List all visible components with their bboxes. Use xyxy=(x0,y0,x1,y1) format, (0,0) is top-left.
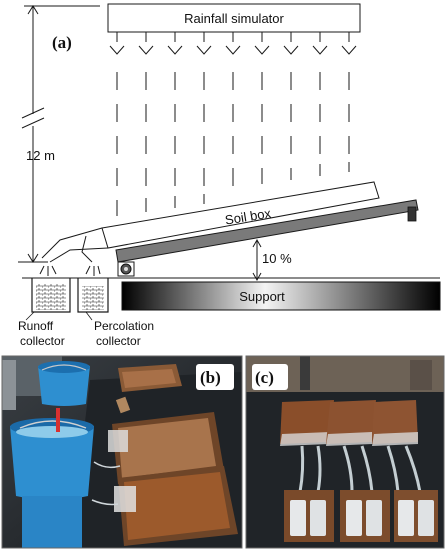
photo-c-soil-tray-1 xyxy=(280,400,334,446)
photo-b-border xyxy=(1,355,243,549)
runoff-label-line1: Runoff xyxy=(18,319,54,333)
photo-b-soil-box-upper xyxy=(118,364,182,392)
nozzles xyxy=(109,32,357,55)
panel-a-schematic: (a) Rainfall simulator xyxy=(18,3,441,348)
photo-b-soil-box-lower xyxy=(114,466,238,546)
photo-b-tube xyxy=(115,396,131,414)
photo-c-collector-box-1 xyxy=(284,490,334,542)
slope-dimension xyxy=(252,238,262,282)
rain-streaks xyxy=(116,72,350,216)
photo-c-collector-box-2 xyxy=(340,490,390,542)
height-label: 12 m xyxy=(26,148,55,163)
percolation-collector xyxy=(77,265,109,313)
photo-c-soil-tray-2 xyxy=(326,400,376,446)
rainfall-simulator-box xyxy=(107,3,361,33)
photo-c-soil-tray-3 xyxy=(372,400,418,446)
slope-label: 10 % xyxy=(262,251,292,266)
panel-b-label-bg xyxy=(196,364,234,390)
percolation-label-line1: Percolation xyxy=(94,319,154,333)
photo-b-bucket-back xyxy=(38,361,90,406)
outlet-funnel xyxy=(41,227,109,263)
hinge-icon xyxy=(117,261,135,277)
height-dimension xyxy=(18,5,100,263)
support-plate xyxy=(115,199,419,263)
panel-c-label-bg xyxy=(252,364,288,390)
photo-c-collector-box-3 xyxy=(394,490,438,542)
collector-leaders xyxy=(25,311,93,321)
runoff-collector xyxy=(31,265,71,313)
soil-box xyxy=(101,181,380,249)
support-label: Support xyxy=(239,289,285,304)
rainfall-simulator-label: Rainfall simulator xyxy=(184,11,284,26)
runoff-label-line2: collector xyxy=(20,334,65,348)
soil-box-label: Soil box xyxy=(224,205,273,227)
photo-c-tubes xyxy=(298,445,422,493)
plate-end-stop xyxy=(407,206,417,222)
panel-b-label: (b) xyxy=(200,368,221,387)
support-block xyxy=(121,281,441,311)
panel-c-label: (c) xyxy=(255,368,274,387)
photo-c-border xyxy=(245,355,445,549)
panel-b-photo: (b) xyxy=(1,355,243,549)
percolation-label-line2: collector xyxy=(96,334,141,348)
panel-a-label: (a) xyxy=(52,33,72,52)
photo-b-bucket-front xyxy=(10,408,94,548)
panel-c-photo: (c) xyxy=(245,355,445,549)
photo-b-soil-box-middle xyxy=(108,412,224,484)
